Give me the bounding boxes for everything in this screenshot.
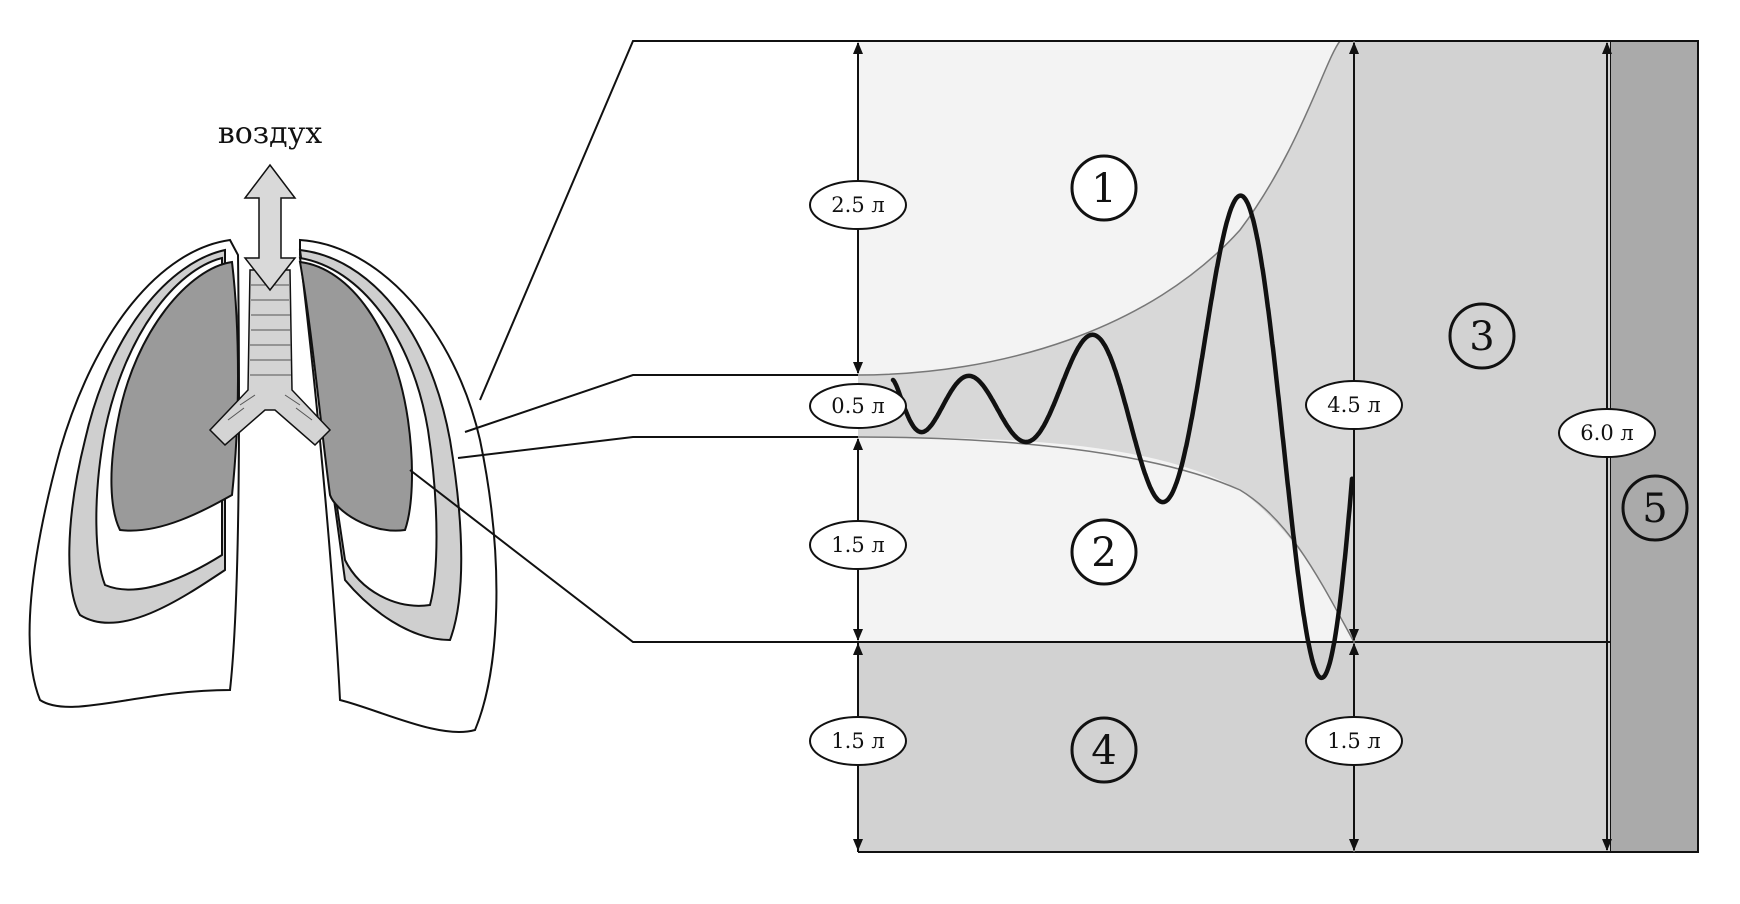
zone-4-region	[858, 642, 1610, 852]
volume-labels: 2.5 л 0.5 л 1.5 л 1.5 л 4.5 л 1.5 л 6.0 …	[809, 180, 1656, 766]
svg-text:4.5 л: 4.5 л	[1327, 393, 1380, 417]
air-double-arrow-icon	[243, 163, 297, 292]
svg-text:4: 4	[1091, 728, 1116, 774]
lower-envelope-curve	[857, 436, 1355, 643]
svg-text:3: 3	[1469, 314, 1494, 360]
svg-text:6.0 л: 6.0 л	[1580, 421, 1633, 445]
volume-label-1-5-lower: 1.5 л	[809, 716, 907, 766]
svg-text:2.5 л: 2.5 л	[831, 193, 884, 217]
svg-text:2: 2	[1091, 530, 1116, 576]
zone-number-5: 5	[1621, 474, 1689, 542]
breathing-waveform	[890, 193, 1355, 681]
svg-text:1.5 л: 1.5 л	[831, 533, 884, 557]
left-lung-core	[110, 260, 239, 532]
trachea	[208, 269, 332, 447]
svg-text:5: 5	[1642, 486, 1667, 532]
lungs-illustration: воздух	[28, 116, 498, 733]
volume-label-0-5: 0.5 л	[809, 383, 907, 429]
zone-numbers: 1 2 3 4 5	[1070, 154, 1689, 784]
volume-label-1-5-upper: 1.5 л	[809, 520, 907, 570]
zone-number-1: 1	[1070, 154, 1138, 222]
zone-number-3: 3	[1448, 302, 1516, 370]
volume-regions	[633, 40, 1699, 853]
envelope-shading	[858, 41, 1354, 642]
volume-label-6-0: 6.0 л	[1558, 408, 1656, 458]
volume-label-2-5: 2.5 л	[809, 180, 907, 230]
volume-label-1-5-right: 1.5 л	[1305, 716, 1403, 766]
svg-text:1.5 л: 1.5 л	[831, 729, 884, 753]
svg-text:1: 1	[1091, 166, 1116, 212]
zone-number-4: 4	[1070, 716, 1138, 784]
zone-number-2: 2	[1070, 518, 1138, 586]
svg-text:0.5 л: 0.5 л	[831, 394, 884, 418]
upper-envelope-curve	[857, 40, 1341, 376]
volume-label-4-5: 4.5 л	[1305, 380, 1403, 430]
air-label: воздух	[218, 116, 322, 151]
svg-text:1.5 л: 1.5 л	[1327, 729, 1380, 753]
right-lung-core	[298, 260, 413, 532]
